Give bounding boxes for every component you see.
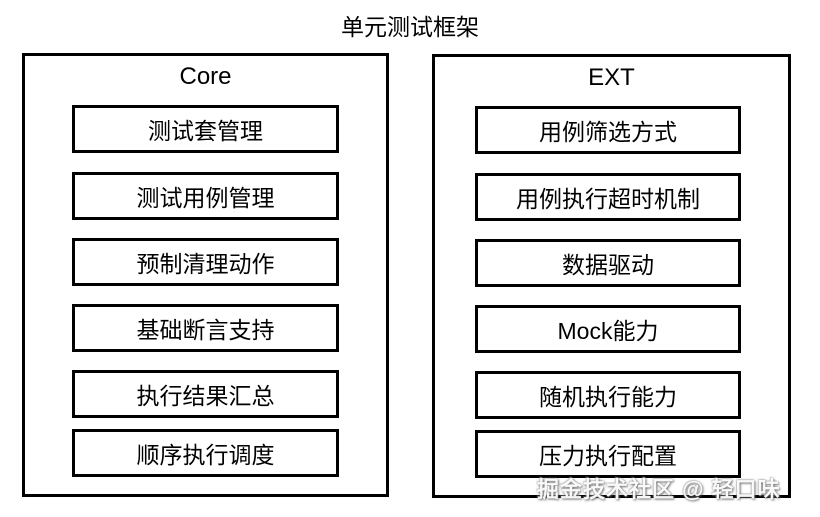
group-core: Core 测试套管理 测试用例管理 预制清理动作 基础断言支持 执行结果汇总 顺…: [22, 53, 389, 497]
node-ext-case-timeout: 用例执行超时机制: [475, 173, 741, 221]
node-core-setup-teardown: 预制清理动作: [72, 238, 339, 286]
node-ext-case-filtering: 用例筛选方式: [475, 106, 741, 154]
group-ext: EXT 用例筛选方式 用例执行超时机制 数据驱动 Mock能力 随机执行能力 压…: [432, 54, 791, 498]
node-core-test-case-mgmt: 测试用例管理: [72, 172, 339, 220]
node-core-result-summary: 执行结果汇总: [72, 370, 339, 418]
node-ext-random-execution: 随机执行能力: [475, 371, 741, 419]
node-core-test-suite-mgmt: 测试套管理: [72, 105, 339, 153]
node-ext-data-driven: 数据驱动: [475, 239, 741, 287]
group-ext-header: EXT: [588, 64, 635, 91]
node-ext-stress-execution-config: 压力执行配置: [475, 430, 741, 478]
diagram-title: 单元测试框架: [341, 14, 479, 40]
node-core-basic-assertions: 基础断言支持: [72, 304, 339, 352]
node-ext-mock-capability: Mock能力: [475, 305, 741, 353]
node-core-sequential-scheduling: 顺序执行调度: [72, 429, 339, 477]
group-core-header: Core: [179, 63, 232, 90]
